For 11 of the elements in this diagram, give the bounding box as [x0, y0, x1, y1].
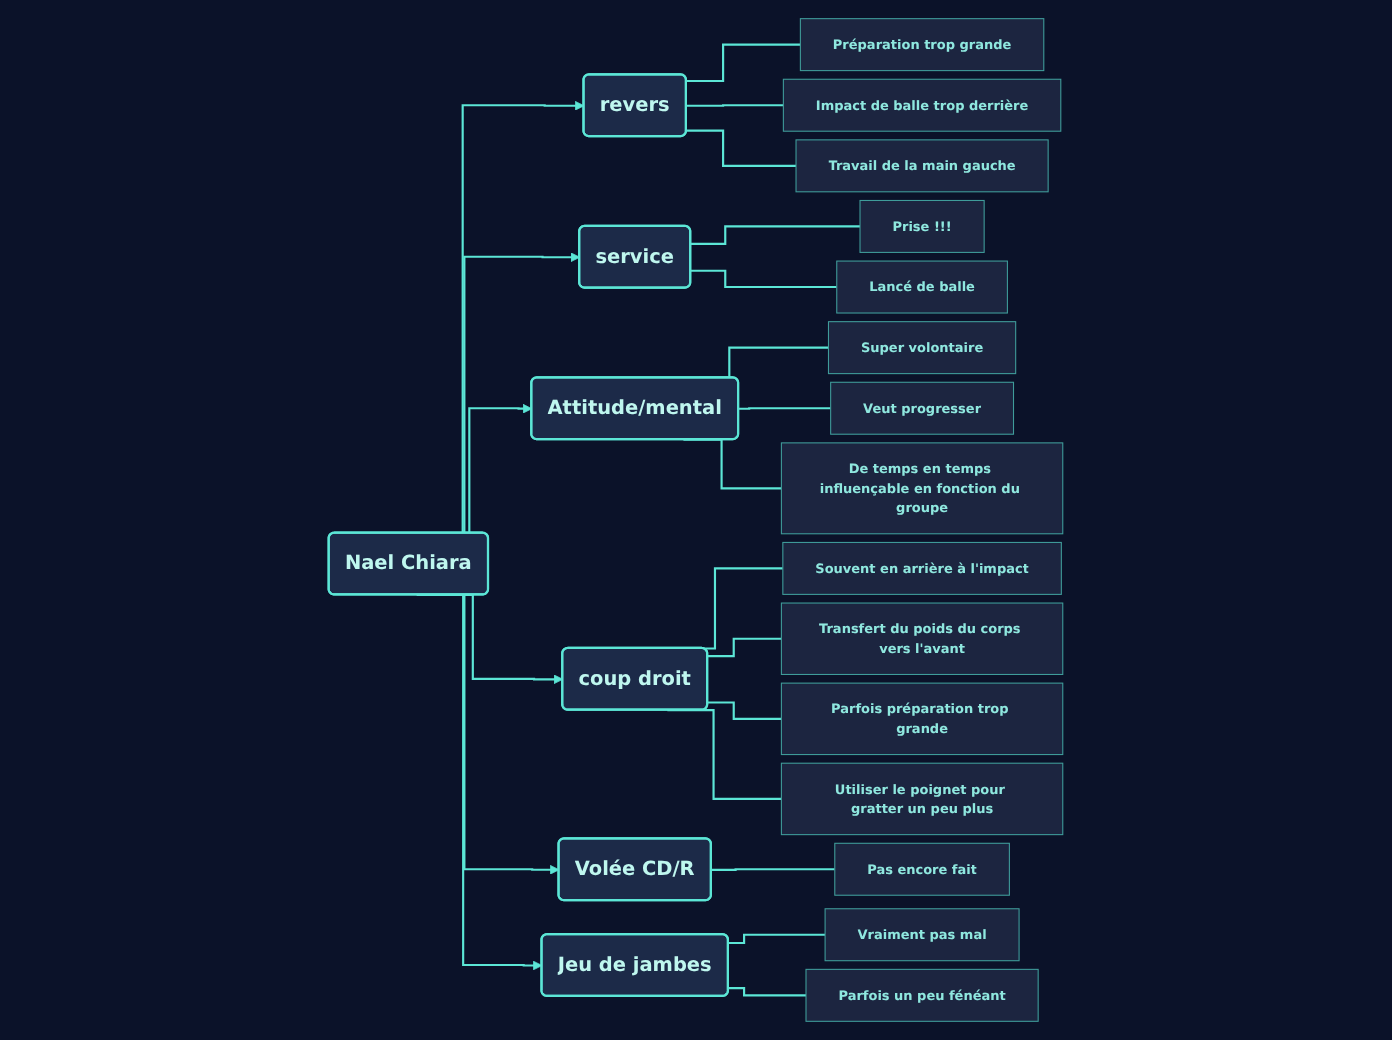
connector: [738, 407, 831, 410]
connector: [691, 269, 838, 289]
connector: [686, 104, 784, 107]
connector: [708, 637, 782, 658]
connector: [691, 225, 861, 245]
connector: [686, 129, 797, 167]
connector: [686, 43, 801, 83]
connector: [728, 987, 807, 997]
connector: [711, 868, 836, 871]
connector: [708, 701, 782, 720]
connector: [728, 933, 826, 945]
